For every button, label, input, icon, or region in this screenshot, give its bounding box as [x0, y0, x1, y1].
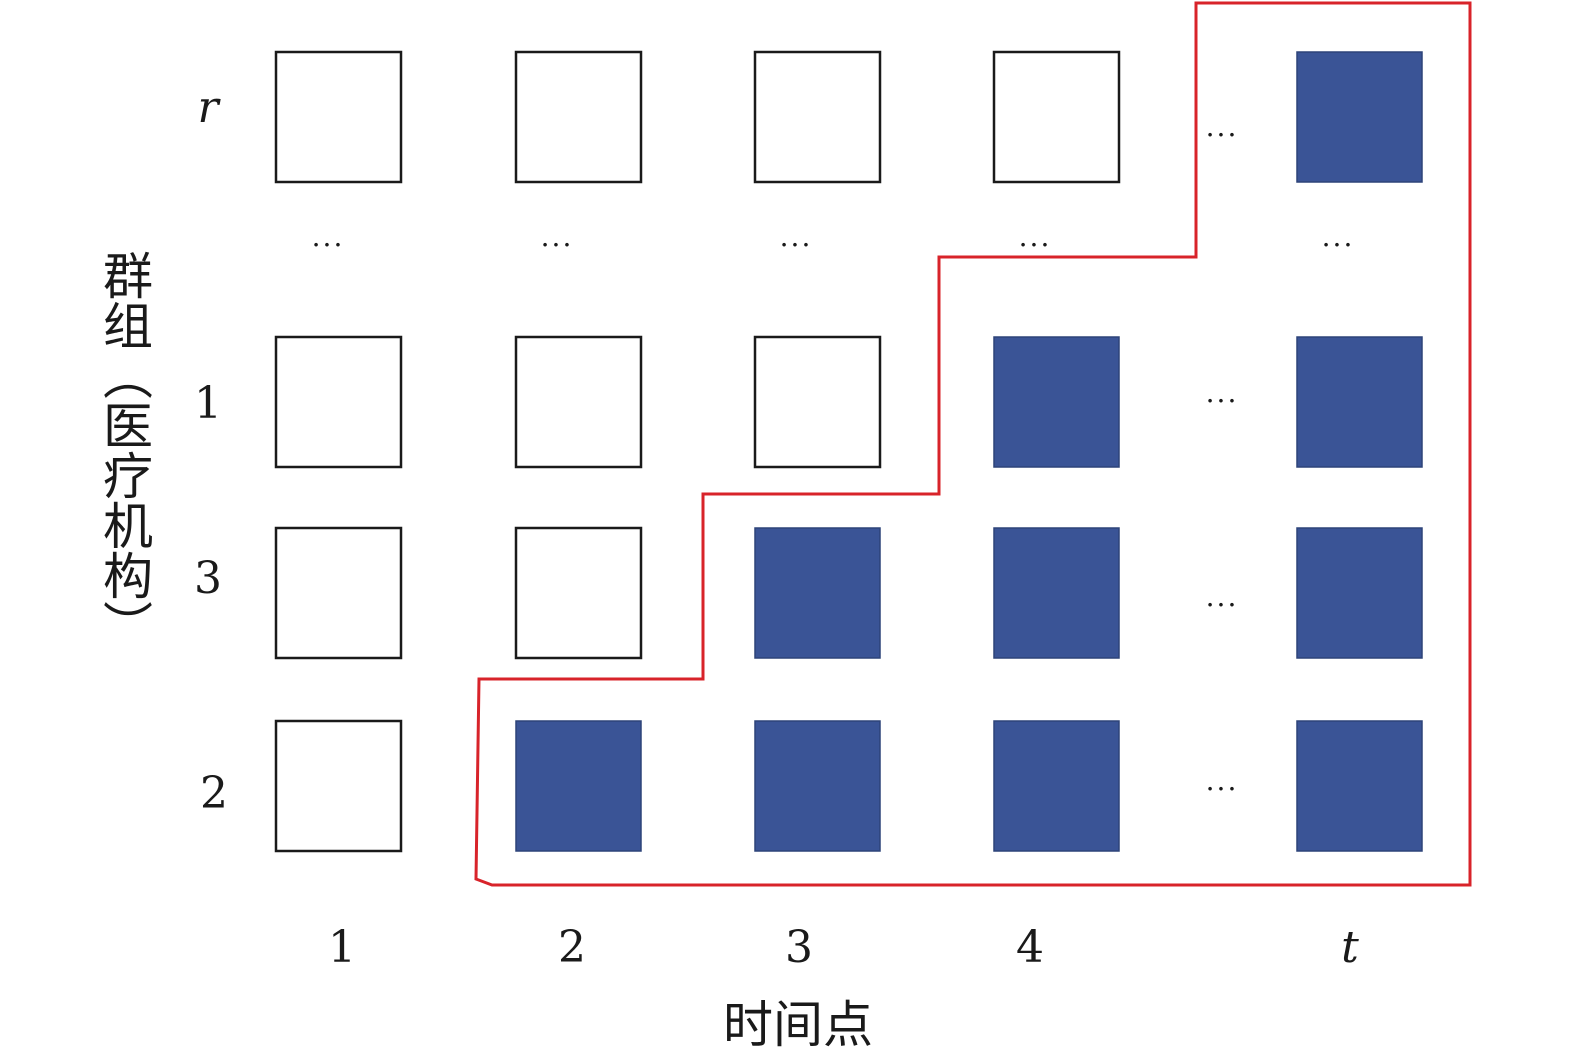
- cell-empty-group-r-time-3: [753, 50, 882, 184]
- cell-empty-group-r-time-2: [514, 50, 643, 184]
- ellipsis: ...: [1206, 764, 1239, 797]
- cell-grid: [274, 50, 1423, 853]
- cell-filled-group-2-time-t: [1296, 720, 1423, 852]
- cell-empty-group-r-time-4: [992, 50, 1121, 184]
- cell-filled-group-3-time-t: [1296, 527, 1423, 659]
- ellipsis: ...: [780, 220, 813, 253]
- row-label-r: r: [197, 82, 221, 133]
- cell-filled-group-2-time-4: [993, 720, 1120, 852]
- cell-filled-group-3-time-4: [993, 527, 1120, 659]
- intervention-boundary: [474, 1, 1472, 887]
- cell-empty-group-1-time-2: [514, 335, 643, 469]
- ellipsis: ...: [1322, 220, 1355, 253]
- cell-empty-group-3-time-2: [514, 526, 643, 660]
- col-label-t: t: [1341, 922, 1359, 973]
- cell-empty-group-3-time-1: [274, 526, 403, 660]
- ellipsis: ...: [1206, 110, 1239, 143]
- cell-empty-group-1-time-1: [274, 335, 403, 469]
- x-axis-title: 时间点: [723, 996, 873, 1054]
- ellipsis: ...: [1206, 580, 1239, 613]
- cell-filled-group-2-time-2: [515, 720, 642, 852]
- y-axis-title-text: 群组（医疗机构）: [95, 250, 153, 650]
- ellipsis: ...: [1019, 220, 1052, 253]
- cell-filled-group-r-time-t: [1296, 51, 1423, 183]
- cell-empty-group-1-time-3: [753, 335, 882, 469]
- col-label-4: 4: [1016, 922, 1044, 973]
- ellipsis: ...: [541, 220, 574, 253]
- col-label-1: 1: [328, 922, 356, 973]
- row-label-3: 3: [194, 553, 222, 604]
- ellipsis: ...: [1206, 376, 1239, 409]
- col-label-3: 3: [785, 922, 813, 973]
- cell-empty-group-r-time-1: [274, 50, 403, 184]
- row-label-2: 2: [200, 768, 228, 819]
- col-label-2: 2: [558, 922, 586, 973]
- row-label-1: 1: [194, 378, 222, 429]
- cell-filled-group-1-time-t: [1296, 336, 1423, 468]
- cell-filled-group-3-time-3: [754, 527, 881, 659]
- cell-filled-group-2-time-3: [754, 720, 881, 852]
- y-axis-title: 群组（医疗机构）: [95, 250, 153, 650]
- ellipsis: ...: [312, 220, 345, 253]
- cell-empty-group-2-time-1: [274, 719, 403, 853]
- cell-filled-group-1-time-4: [993, 336, 1120, 468]
